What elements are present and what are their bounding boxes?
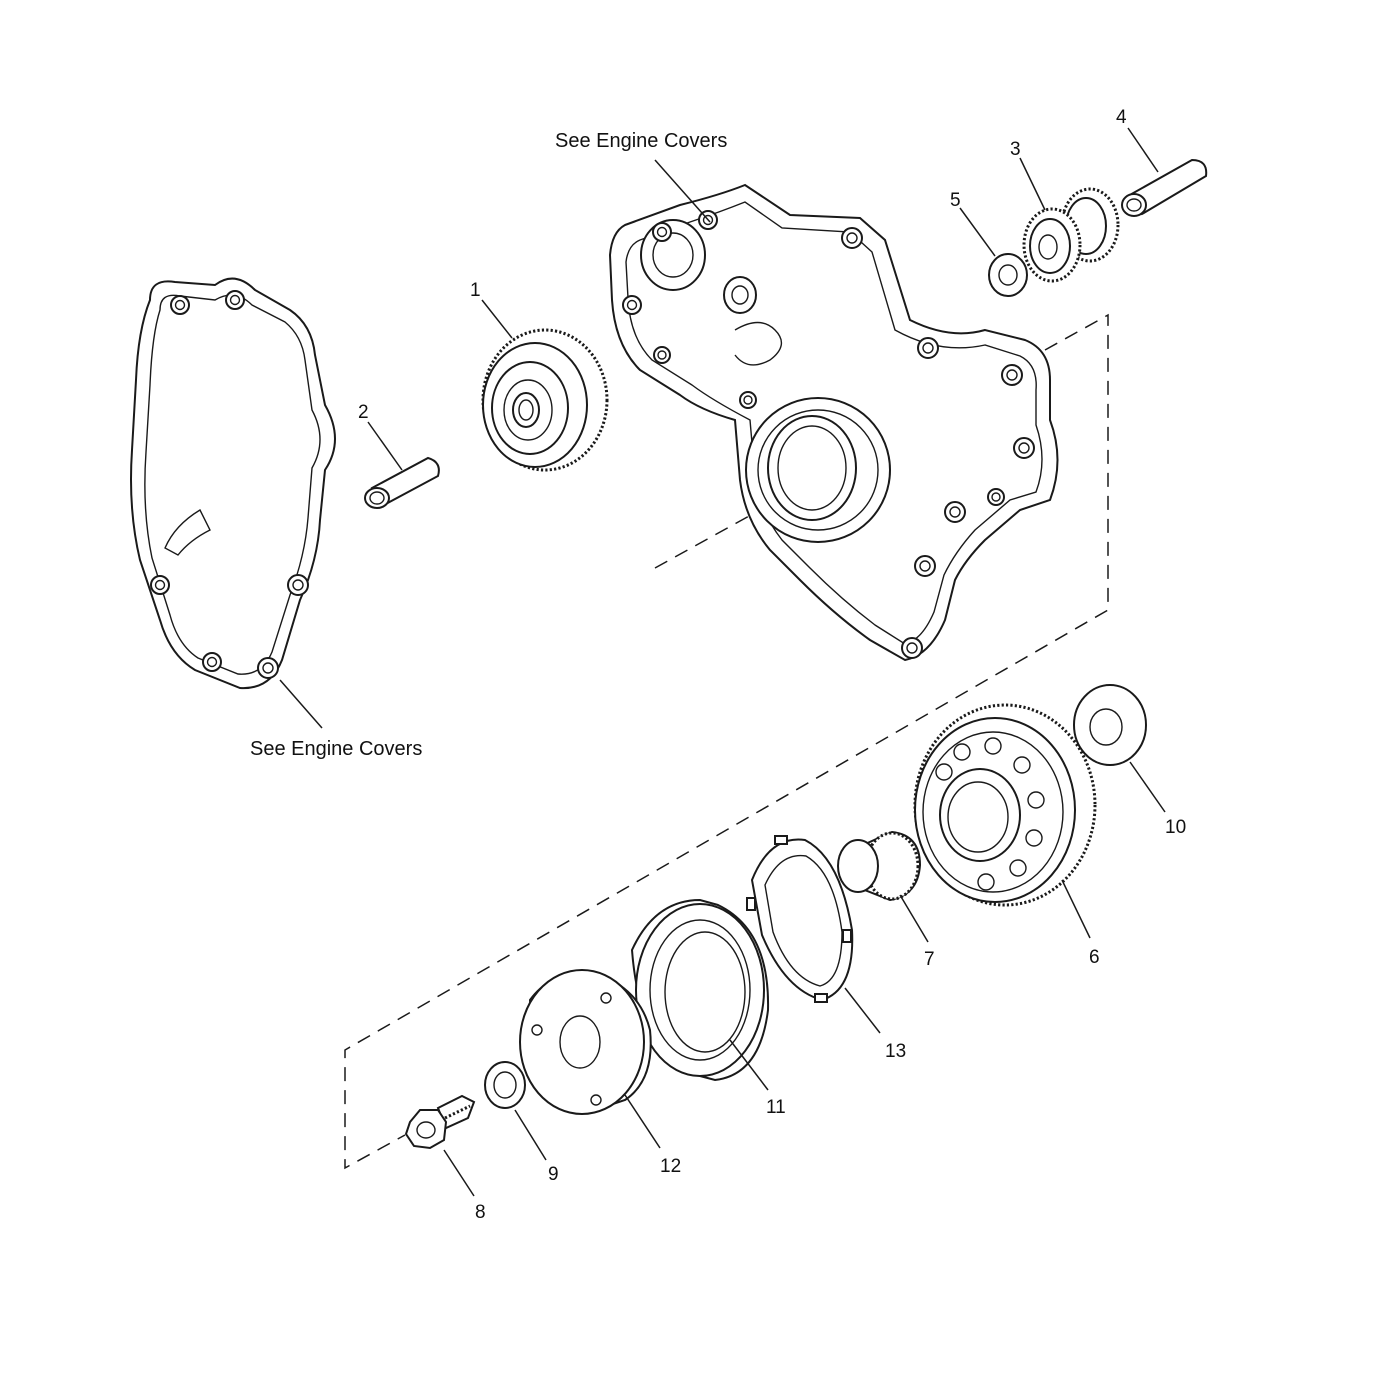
callout-11: 11 bbox=[766, 1097, 786, 1118]
note-see-engine-covers-top: See Engine Covers bbox=[555, 130, 727, 152]
callout-2: 2 bbox=[358, 402, 369, 423]
callout-5: 5 bbox=[950, 190, 961, 211]
starter-gear-holes bbox=[935, 737, 1045, 891]
part-9-washer bbox=[484, 1061, 526, 1109]
callout-8: 8 bbox=[475, 1202, 486, 1223]
callout-10: 10 bbox=[1165, 817, 1186, 838]
callout-4: 4 bbox=[1116, 107, 1127, 128]
callout-3: 3 bbox=[1010, 139, 1021, 160]
left-engine-cover bbox=[130, 277, 336, 690]
part-8-bolt bbox=[404, 1094, 476, 1150]
part-6-starter-gear bbox=[913, 703, 1097, 907]
callout-13: 13 bbox=[885, 1041, 906, 1062]
part-10-thrust-washer bbox=[1073, 684, 1147, 766]
callout-9: 9 bbox=[548, 1164, 559, 1185]
part-11-housing-ring bbox=[630, 898, 770, 1082]
part-12-clutch-carrier bbox=[519, 969, 652, 1115]
part-5-washer bbox=[988, 253, 1028, 297]
part-2-shaft bbox=[364, 456, 440, 509]
callout-12: 12 bbox=[660, 1156, 681, 1177]
assembly-dashed-path bbox=[344, 313, 1109, 1170]
callout-6: 6 bbox=[1089, 947, 1100, 968]
main-cover-bolt-bosses bbox=[622, 210, 1035, 659]
part-3-double-gear bbox=[1022, 187, 1120, 283]
left-cover-bolt-bosses bbox=[150, 290, 309, 679]
part-4-shaft bbox=[1121, 158, 1208, 217]
part-13-sprag-plate bbox=[746, 835, 854, 1003]
part-1-idler-gear bbox=[481, 328, 609, 472]
main-engine-cover bbox=[608, 183, 1059, 662]
callout-1: 1 bbox=[470, 280, 481, 301]
callout-7: 7 bbox=[924, 949, 935, 970]
note-see-engine-covers-bottom: See Engine Covers bbox=[250, 738, 422, 760]
part-7-needle-bearing bbox=[837, 830, 922, 902]
